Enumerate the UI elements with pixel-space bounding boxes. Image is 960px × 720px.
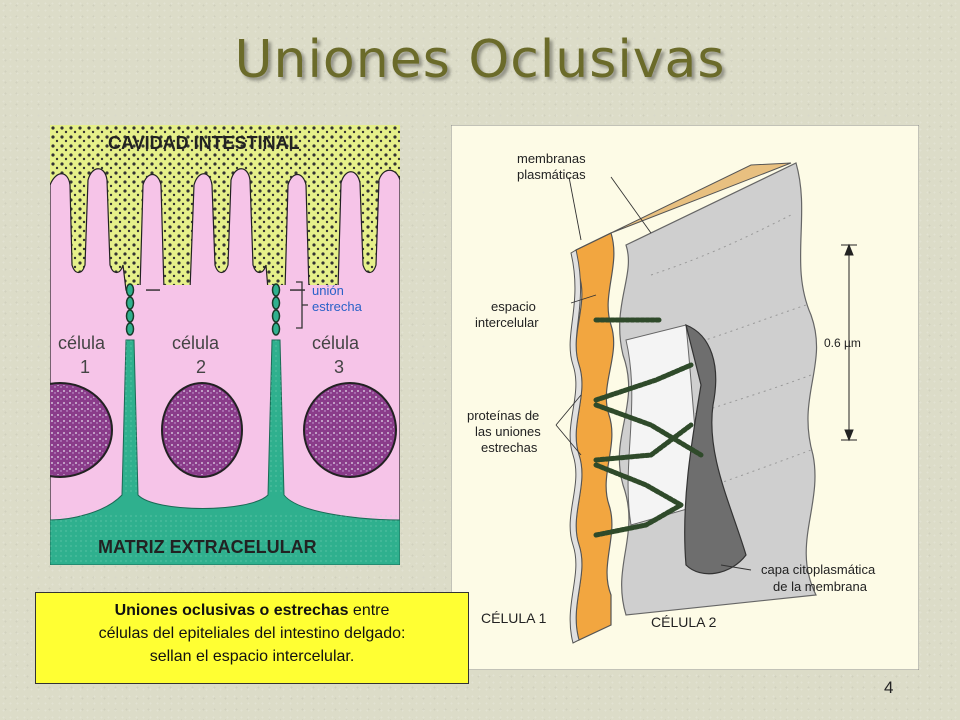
- caption-line-3: sellan el espacio intercelular.: [149, 648, 355, 665]
- tight-junction-2: [271, 283, 281, 336]
- space-label-1: espacio: [491, 299, 536, 314]
- cell-1-word: célula: [58, 333, 106, 353]
- junction-label: unión: [312, 283, 344, 298]
- scale-bar: [841, 243, 857, 442]
- cell-2-word: célula: [172, 333, 220, 353]
- intestinal-epithelium-diagram: CAVIDAD INTESTINAL unión estrecha célula…: [50, 125, 400, 565]
- membrane-cell-1: [569, 249, 583, 644]
- matrix-label: MATRIZ EXTRACELULAR: [98, 537, 317, 557]
- cell-2-number: 2: [196, 357, 206, 377]
- membranes-label-1: membranas: [517, 151, 586, 166]
- slide-title: Uniones Oclusivas: [234, 30, 726, 90]
- junction-label-2: estrecha: [312, 299, 363, 314]
- nucleus-3: [303, 382, 397, 478]
- caption-bold: Uniones oclusivas o estrechas: [114, 602, 349, 619]
- nucleus-1: [50, 382, 113, 478]
- cell-3-number: 3: [334, 357, 344, 377]
- cell-1-label: CÉLULA 1: [481, 610, 547, 626]
- caption-box: Uniones oclusivas o estrechas entre célu…: [35, 592, 469, 684]
- junction-bracket: [296, 281, 308, 329]
- proteins-label-1: proteínas de: [467, 408, 539, 423]
- caption-line-2: células del epiteliales del intestino de…: [98, 625, 406, 642]
- cell-1-number: 1: [80, 357, 90, 377]
- tight-junction-3d-diagram: membranas plasmáticas espacio intercelul…: [451, 125, 919, 670]
- cell-3-word: célula: [312, 333, 360, 353]
- nucleus-2: [161, 382, 243, 478]
- scale-label: 0.6 µm: [824, 336, 861, 350]
- proteins-label-3: estrechas: [481, 440, 538, 455]
- layer-label-2: de la membrana: [773, 579, 868, 594]
- lumen-label: CAVIDAD INTESTINAL: [108, 133, 300, 153]
- page-number: 4: [884, 678, 894, 697]
- cytoplasmic-layer: [684, 324, 747, 575]
- cell-2-label: CÉLULA 2: [651, 614, 717, 630]
- caption-rest: entre: [348, 602, 390, 619]
- space-label-2: intercelular: [475, 315, 539, 330]
- tight-junction-1: [125, 283, 135, 336]
- membranes-label-2: plasmáticas: [517, 167, 586, 182]
- proteins-label-2: las uniones: [475, 424, 541, 439]
- layer-label-1: capa citoplasmática: [761, 562, 876, 577]
- tight-junction-proteins: [593, 317, 704, 538]
